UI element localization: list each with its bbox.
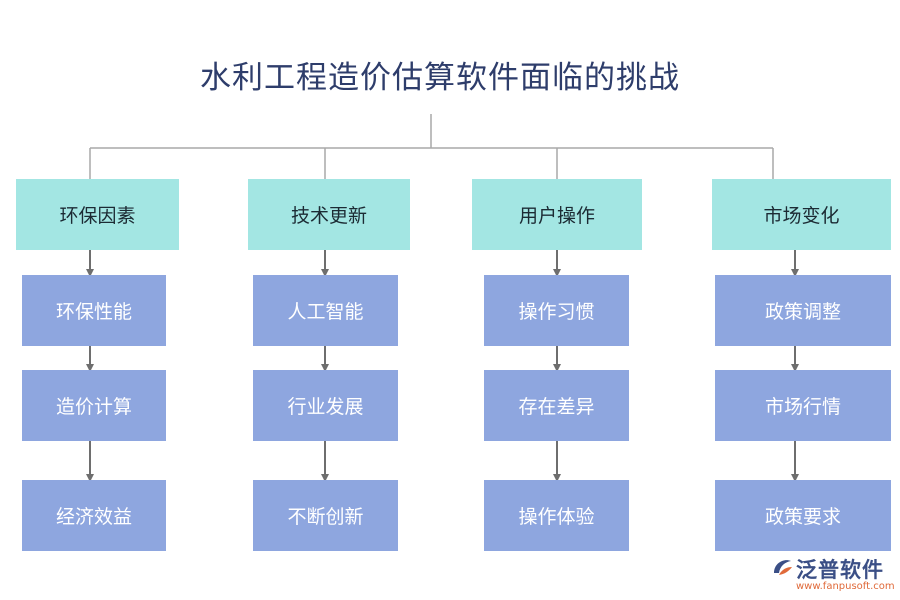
- item-policy-requirements: 政策要求: [715, 480, 891, 551]
- item-industry-development: 行业发展: [253, 370, 398, 441]
- heading-user-operation: 用户操作: [472, 179, 642, 250]
- item-differences-exist: 存在差异: [484, 370, 629, 441]
- item-environmental-performance: 环保性能: [22, 275, 166, 346]
- watermark-logo: 泛普软件 www.fanpusoft.com: [770, 555, 895, 595]
- item-continuous-innovation: 不断创新: [253, 480, 398, 551]
- item-artificial-intelligence: 人工智能: [253, 275, 398, 346]
- item-market-conditions: 市场行情: [715, 370, 891, 441]
- item-economic-benefit: 经济效益: [22, 480, 166, 551]
- fanpu-logo-icon: [774, 560, 792, 575]
- diagram-title: 水利工程造价估算软件面临的挑战: [200, 60, 680, 96]
- item-policy-adjustment: 政策调整: [715, 275, 891, 346]
- watermark-url: www.fanpusoft.com: [796, 581, 895, 592]
- item-operation-habits: 操作习惯: [484, 275, 629, 346]
- item-operation-experience: 操作体验: [484, 480, 629, 551]
- heading-technology-update: 技术更新: [248, 179, 410, 250]
- heading-market-change: 市场变化: [712, 179, 891, 250]
- heading-environmental-factors: 环保因素: [16, 179, 179, 250]
- watermark-brand: 泛普软件: [796, 558, 884, 582]
- item-cost-calculation: 造价计算: [22, 370, 166, 441]
